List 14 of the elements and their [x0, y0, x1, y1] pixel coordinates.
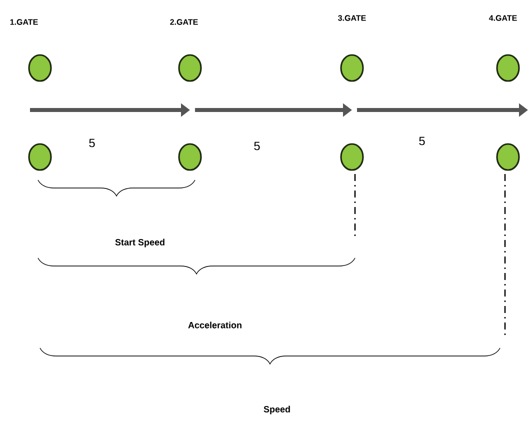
- gate-marker: [496, 143, 520, 171]
- gate-label: 4.GATE: [488, 15, 517, 21]
- brace-label: Start Speed: [115, 238, 164, 248]
- gate-label: 1.GATE: [10, 19, 38, 25]
- gate-label: 3.GATE: [338, 15, 366, 21]
- gate-marker: [340, 143, 364, 171]
- brace-label: Speed: [264, 406, 290, 414]
- gate-marker: [178, 143, 202, 171]
- distance-label: 5: [419, 136, 425, 146]
- gate-label: 2.GATE: [170, 19, 198, 25]
- brace-label: Acceleration: [188, 322, 242, 328]
- distance-label: 5: [89, 138, 95, 148]
- gate-marker: [28, 143, 52, 171]
- distance-label: 5: [254, 142, 260, 150]
